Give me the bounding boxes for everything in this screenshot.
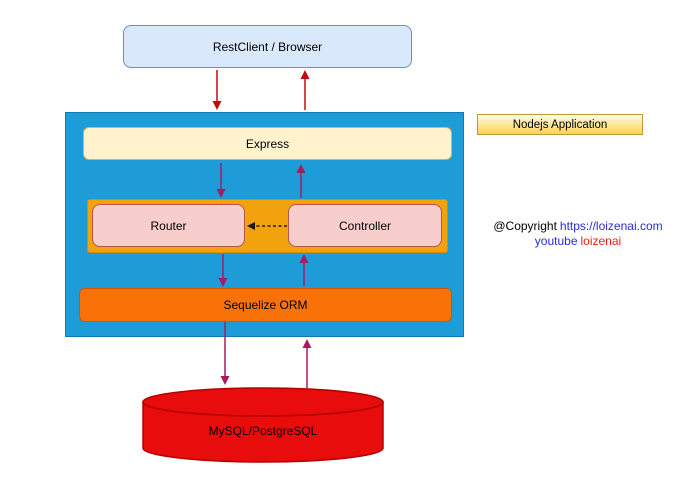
nodejs-application-badge-label: Nodejs Application <box>512 118 608 131</box>
copyright-prefix: @Copyright <box>493 219 557 233</box>
youtube-channel-name: loizenai <box>580 234 622 248</box>
copyright-link: https://loizenai.com <box>559 219 663 233</box>
node-express-label: Express <box>245 136 290 151</box>
youtube-label: youtube <box>534 234 578 248</box>
nodejs-application-badge: Nodejs Application <box>477 114 643 135</box>
node-sequelize-orm-label: Sequelize ORM <box>223 298 308 312</box>
node-express: Express <box>83 127 452 160</box>
node-restclient-browser-label: RestClient / Browser <box>212 39 323 54</box>
node-database-label: MySQL/PostgreSQL <box>208 424 318 438</box>
node-router: Router <box>92 204 245 247</box>
node-controller: Controller <box>288 204 442 247</box>
node-restclient-browser: RestClient / Browser <box>123 25 412 68</box>
node-database-label-wrap: MySQL/PostgreSQL <box>143 402 383 460</box>
node-sequelize-orm: Sequelize ORM <box>79 288 452 322</box>
node-router-label: Router <box>150 218 187 233</box>
node-controller-label: Controller <box>338 218 392 233</box>
